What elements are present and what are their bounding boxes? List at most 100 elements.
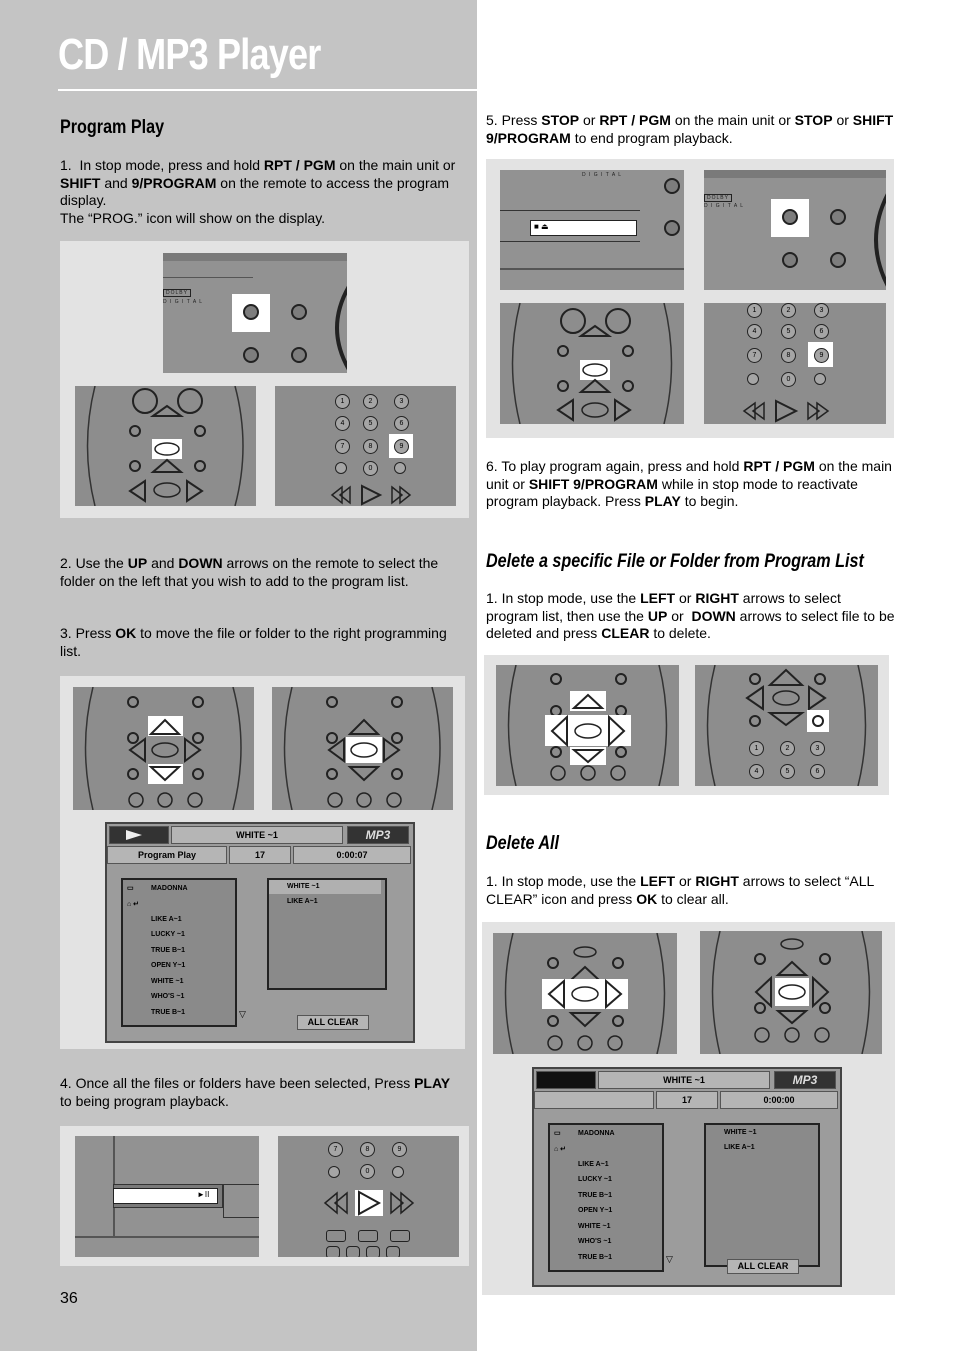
list-item[interactable]: LIKE A~1 (151, 916, 182, 923)
program-list-item[interactable]: LIKE A~1 (287, 898, 318, 905)
step-3-text: 3. Press OK to move the file or folder t… (60, 625, 447, 659)
key-4[interactable]: 4 (335, 416, 350, 431)
list-item[interactable]: WHITE ~1 (578, 1223, 611, 1230)
main-unit-button[interactable] (830, 209, 846, 225)
digital-label: D I G I T A L (163, 299, 204, 305)
highlight-stop (530, 220, 637, 236)
key-3[interactable]: 3 (394, 394, 409, 409)
figure-delete-specific: 1 2 3 4 5 6 (484, 655, 889, 795)
key-6[interactable]: 6 (394, 416, 409, 431)
list-item[interactable]: LUCKY ~1 (151, 931, 185, 938)
key-4[interactable]: 4 (749, 764, 764, 779)
key-6[interactable]: 6 (810, 764, 825, 779)
key-1[interactable]: 1 (335, 394, 350, 409)
key-3[interactable]: 3 (810, 741, 825, 756)
back-folder-icon[interactable]: ⌂ ↵ (127, 901, 140, 908)
program-list-item[interactable]: WHITE ~1 (287, 883, 320, 890)
main-unit-panel: DOLBY D I G I T A L (163, 253, 347, 373)
key-small[interactable] (747, 373, 759, 385)
key-2[interactable]: 2 (780, 741, 795, 756)
key-4[interactable]: 4 (747, 324, 762, 339)
key-9[interactable]: 9 (392, 1142, 407, 1157)
track-name: WHITE ~1 (171, 826, 343, 844)
list-item[interactable]: TRUE B~1 (578, 1254, 613, 1261)
next-button[interactable] (830, 252, 846, 268)
scroll-down-icon[interactable]: ▽ (239, 1009, 246, 1019)
prev-button[interactable] (664, 220, 680, 236)
prev-button[interactable] (782, 252, 798, 268)
list-item[interactable]: TRUE B~1 (151, 1009, 186, 1016)
key-small-right[interactable] (392, 1166, 404, 1178)
key-0[interactable]: 0 (360, 1164, 375, 1179)
key-8[interactable]: 8 (360, 1142, 375, 1157)
key-7[interactable]: 7 (328, 1142, 343, 1157)
mp3-logo: MP3 (347, 826, 409, 844)
delete-specific-heading: Delete a specific File or Folder from Pr… (486, 551, 864, 572)
delete-all-step-1-text: 1. In stop mode, use the LEFT or RIGHT a… (486, 873, 874, 907)
rpt-pgm-button[interactable] (243, 304, 259, 320)
key-small-right[interactable] (394, 462, 406, 474)
list-item[interactable]: OPEN Y~1 (578, 1207, 613, 1214)
key-5[interactable]: 5 (780, 764, 795, 779)
scroll-down-icon[interactable]: ▽ (666, 1254, 673, 1264)
key-8[interactable]: 8 (363, 439, 378, 454)
key-6[interactable]: 6 (814, 324, 829, 339)
prev-button[interactable] (243, 347, 259, 363)
list-item[interactable]: LUCKY ~1 (578, 1176, 612, 1183)
rpt-pgm-button[interactable] (782, 209, 798, 225)
figure-delete-all: WHITE ~1 MP3 17 0:00:00 ▭ MADONNA ⌂ ↵ LI… (482, 922, 895, 1295)
title-rule (58, 89, 477, 91)
main-unit-button[interactable] (291, 304, 307, 320)
key-7[interactable]: 7 (747, 348, 762, 363)
key-7[interactable]: 7 (335, 439, 350, 454)
play-pause-icon[interactable]: ►II (197, 1190, 210, 1199)
list-item[interactable]: TRUE B~1 (151, 947, 186, 954)
key-2[interactable]: 2 (363, 394, 378, 409)
back-folder-icon[interactable]: ⌂ ↵ (554, 1146, 567, 1153)
stop-button[interactable] (664, 178, 680, 194)
key-5[interactable]: 5 (781, 324, 796, 339)
elapsed-time: 0:00:00 (720, 1091, 838, 1109)
remote-leftright-panel (493, 933, 677, 1054)
program-list-item[interactable]: WHITE ~1 (724, 1129, 757, 1136)
remote-ok-panel (700, 931, 882, 1054)
page-title: CD / MP3 Player (58, 30, 321, 79)
stop-eject-icon[interactable]: ■ ⏏ (534, 222, 549, 231)
key-1[interactable]: 1 (747, 303, 762, 318)
list-item[interactable]: OPEN Y~1 (151, 962, 186, 969)
list-item[interactable]: MADONNA (578, 1130, 615, 1137)
figure-program-start: DOLBY D I G I T A L 1 2 3 (60, 241, 469, 518)
transport-buttons (323, 1190, 415, 1216)
list-item[interactable]: WHITE ~1 (151, 978, 184, 985)
key-0[interactable]: 0 (363, 461, 378, 476)
list-item[interactable]: TRUE B~1 (578, 1192, 613, 1199)
elapsed-time: 0:00:07 (293, 846, 411, 864)
all-clear-button[interactable]: ALL CLEAR (727, 1259, 799, 1274)
key-3[interactable]: 3 (814, 303, 829, 318)
key-5[interactable]: 5 (363, 416, 378, 431)
program-list-item[interactable]: LIKE A~1 (724, 1144, 755, 1151)
key-8[interactable]: 8 (781, 348, 796, 363)
list-item[interactable]: LIKE A~1 (578, 1161, 609, 1168)
key-2[interactable]: 2 (781, 303, 796, 318)
key-small[interactable] (335, 462, 347, 474)
next-button[interactable] (291, 347, 307, 363)
key-small[interactable] (328, 1166, 340, 1178)
all-clear-button[interactable]: ALL CLEAR (297, 1015, 369, 1030)
key-small-right[interactable] (814, 373, 826, 385)
delete-all-display-screen: WHITE ~1 MP3 17 0:00:00 ▭ MADONNA ⌂ ↵ LI… (532, 1067, 842, 1287)
list-item[interactable]: MADONNA (151, 885, 188, 892)
key-9[interactable]: 9 (814, 348, 829, 363)
key-9[interactable]: 9 (394, 439, 409, 454)
key-0[interactable]: 0 (781, 372, 796, 387)
program-display-screen: WHITE ~1 MP3 Program Play 17 0:00:07 ▭ M… (105, 822, 415, 1043)
transport-buttons (330, 484, 412, 506)
page-number: 36 (60, 1290, 78, 1307)
key-1[interactable]: 1 (749, 741, 764, 756)
remote-stop-panel (500, 303, 684, 424)
list-item[interactable]: WHO'S ~1 (578, 1238, 612, 1245)
remote-clear-panel: 1 2 3 4 5 6 (695, 665, 878, 786)
main-unit-play-panel: ►II (75, 1136, 259, 1257)
list-item[interactable]: WHO'S ~1 (151, 993, 185, 1000)
program-list: WHITE ~1 LIKE A~1 (267, 878, 387, 990)
